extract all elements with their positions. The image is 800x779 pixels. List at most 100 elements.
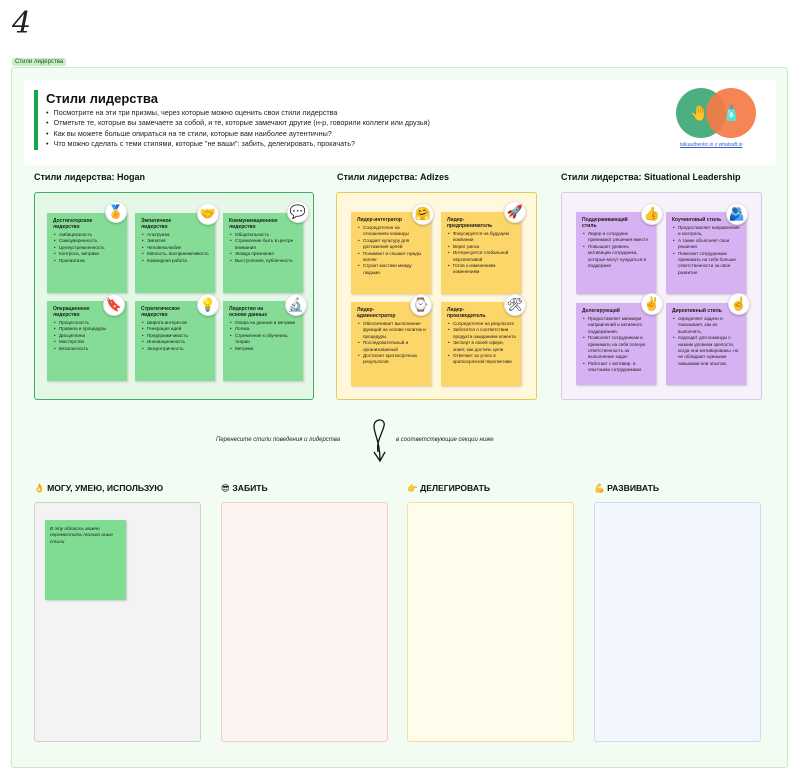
note-item: Сосредоточен на результате xyxy=(447,321,516,328)
people-hugging-icon: 🫂 xyxy=(726,203,748,225)
note-item: Самоуверенность xyxy=(53,238,122,245)
column-title-skip: 😎 ЗАБИТЬ xyxy=(221,483,268,494)
situational-note[interactable]: Поддерживающий стиль Лидер и сотрудник п… xyxy=(576,212,656,294)
note-item: Безопасность xyxy=(53,346,122,353)
hogan-note[interactable]: Эмпатичное лидерство АльтруизмЭмпатияЧел… xyxy=(135,213,215,293)
note-item: Создает культуру для достижения целей xyxy=(357,238,426,251)
note-title: Стратегическое лидерство xyxy=(141,306,180,318)
adizes-note[interactable]: Лидер-интегратор Сосредоточен на отношен… xyxy=(351,212,431,294)
adizes-note[interactable]: Лидер-администратор Обеспечивает выполне… xyxy=(351,302,431,386)
note-item: Заботится о соответствии продукта ожидан… xyxy=(447,327,516,340)
venn-circle-orange xyxy=(706,88,756,138)
note-item: Помогает сотрудникам принимать на себя б… xyxy=(672,251,741,277)
note-item: Выступления, публичность xyxy=(229,258,298,265)
intro-title: Стили лидерства xyxy=(46,91,158,106)
note-item: Предприимчивость xyxy=(141,333,210,340)
note-item: Амбициозность xyxy=(53,232,122,239)
hogan-title: Стили лидерства: Hogan xyxy=(34,172,145,182)
note-item: Генерация идей xyxy=(141,326,210,333)
note-item: Целеустремленность xyxy=(53,245,122,252)
note-title: Лидер-администратор xyxy=(357,307,396,319)
drop-zone-develop[interactable] xyxy=(594,502,761,742)
note-item: Интересуется глобальной перспективой xyxy=(447,250,516,263)
medal-icon: 🏅 xyxy=(105,201,127,223)
note-item: Общительность xyxy=(229,232,298,239)
note-title: Достигаторское лидерство xyxy=(53,218,93,230)
adizes-note[interactable]: Лидер-производитель Сосредоточен на резу… xyxy=(441,302,521,386)
situational-note[interactable]: Директивный стиль определяет задачи и по… xyxy=(666,303,746,385)
rocket-icon: 🚀 xyxy=(504,201,526,223)
pointing-right-icon: 👉 xyxy=(407,483,418,493)
adizes-note[interactable]: Лидер-предприниматель Фокусируется на бу… xyxy=(441,212,521,294)
note-title: Делегирующий xyxy=(582,308,620,314)
column-label: МОГУ, УМЕЮ, ИСПОЛЬЗУЮ xyxy=(47,483,164,493)
note-item: Экзцентричность xyxy=(141,346,210,353)
note-item: Мастерство xyxy=(53,339,122,346)
flexed-bicep-icon: 💪 xyxy=(594,483,605,493)
note-item: Стремление быть в центре внимания xyxy=(229,238,298,251)
note-item: Прагматизм xyxy=(53,258,122,265)
note-item: Эксперт в своей сфере, знает, как достич… xyxy=(447,340,516,353)
note-item: Широта интересов xyxy=(141,320,210,327)
situational-note[interactable]: Делегирующий Предоставляет минимум напра… xyxy=(576,303,656,385)
transfer-text-left: Перенесите стили поведения и лидерства xyxy=(216,437,341,443)
note-item: Стремление к обучению, теории xyxy=(229,333,298,346)
sunglasses-face-icon: 😎 xyxy=(221,483,230,493)
note-title: Лидер-предприниматель xyxy=(447,217,493,229)
hugging-face-icon: 🤗 xyxy=(412,203,434,225)
intro-bullet: Отметьте те, которые вы замечаете за соб… xyxy=(46,118,430,128)
drop-zone-delegate[interactable] xyxy=(407,502,574,742)
column-label: ДЕЛЕГИРОВАТЬ xyxy=(420,483,491,493)
note-title: Коммуникационное лидерство xyxy=(229,218,278,230)
note-title: Лидерство на основе данных xyxy=(229,306,268,318)
drop-zone-skip[interactable] xyxy=(221,502,388,742)
situational-note[interactable]: Коучинговый стиль Предоставляет направле… xyxy=(666,212,746,294)
note-item: Предоставляет направление и контроль, xyxy=(672,225,741,238)
note-title: Эмпатичное лидерство xyxy=(141,218,172,230)
note-item: Лидер и сотрудник принимают решения вмес… xyxy=(582,231,651,244)
note-item: Логика xyxy=(229,326,298,333)
note-item: Достигает краткосрочных результатов xyxy=(357,353,426,366)
note-item: Повышает уровень мотивации сотрудника, к… xyxy=(582,244,651,270)
note-item: Предоставляет минимум направлений и акти… xyxy=(582,316,651,335)
note-item: Позволяет сотрудникам и принимать на себ… xyxy=(582,335,651,361)
ok-hand-icon: 👌 xyxy=(34,483,45,493)
venn-logo: 🤚 🧴 xyxy=(676,88,756,140)
intro-card: Стили лидерства Посмотрите на эти три пр… xyxy=(24,80,776,165)
note-title: Лидер-интегратор xyxy=(357,217,402,223)
note-item: Понимает и слышит нужды коллег xyxy=(357,251,426,264)
note-title: Лидер-производитель xyxy=(447,307,486,319)
hogan-note[interactable]: Достигаторское лидерство АмбициозностьСа… xyxy=(47,213,127,293)
note-item: Жажда признания xyxy=(229,251,298,258)
tools-icon: 🛠 xyxy=(504,294,526,316)
frame-label[interactable]: Стили лидерства xyxy=(12,58,67,66)
note-item: Верит риска xyxy=(447,244,516,251)
hogan-note[interactable]: Коммуникационное лидерство Общительность… xyxy=(223,213,303,293)
note-item: Правила и процедуры xyxy=(53,326,122,333)
note-item: Сосредоточен на отношениях команды xyxy=(357,225,426,238)
column-title-can: 👌 МОГУ, УМЕЮ, ИСПОЛЬЗУЮ xyxy=(34,483,163,494)
watch-icon: ⌚ xyxy=(410,294,432,316)
note-title: Директивный стиль xyxy=(672,308,722,314)
move-hint-note[interactable]: В эту область можно переместить только и… xyxy=(45,520,126,600)
microscope-icon: 🔬 xyxy=(285,294,307,316)
note-item: Мягкость, воспринимчивость xyxy=(141,251,210,258)
note-item: Фокусируется на будущем компании xyxy=(447,231,516,244)
note-item: Работает с мотивир. и опытными сотрудник… xyxy=(582,361,651,374)
intro-accent-bar xyxy=(34,90,38,150)
swirl-arrow-icon xyxy=(373,419,386,463)
note-item: определяет задачи и показывает, как их в… xyxy=(672,316,741,335)
note-item: Процессность xyxy=(53,320,122,327)
column-label: РАЗВИВАТЬ xyxy=(607,483,660,493)
hand-left-icon: 🤚 xyxy=(690,105,709,122)
intro-bullet: Что можно сделать с теми стилями, которы… xyxy=(46,139,430,149)
note-item: А также объясняет свои решения xyxy=(672,238,741,251)
note-item: Последовательный и организованный xyxy=(357,340,426,353)
note-item: Метрики xyxy=(229,346,298,353)
logo-caption-link[interactable]: talkauthentic.io x whatsaft.io xyxy=(680,142,743,148)
column-title-delegate: 👉 ДЕЛЕГИРОВАТЬ xyxy=(407,483,490,494)
hogan-note[interactable]: Стратегическое лидерство Широта интересо… xyxy=(135,301,215,381)
note-item: Командная работа xyxy=(141,258,210,265)
intro-bullets: Посмотрите на эти три призмы, через кото… xyxy=(46,108,430,150)
note-item: Готов к изменениям изменениям xyxy=(447,263,516,276)
